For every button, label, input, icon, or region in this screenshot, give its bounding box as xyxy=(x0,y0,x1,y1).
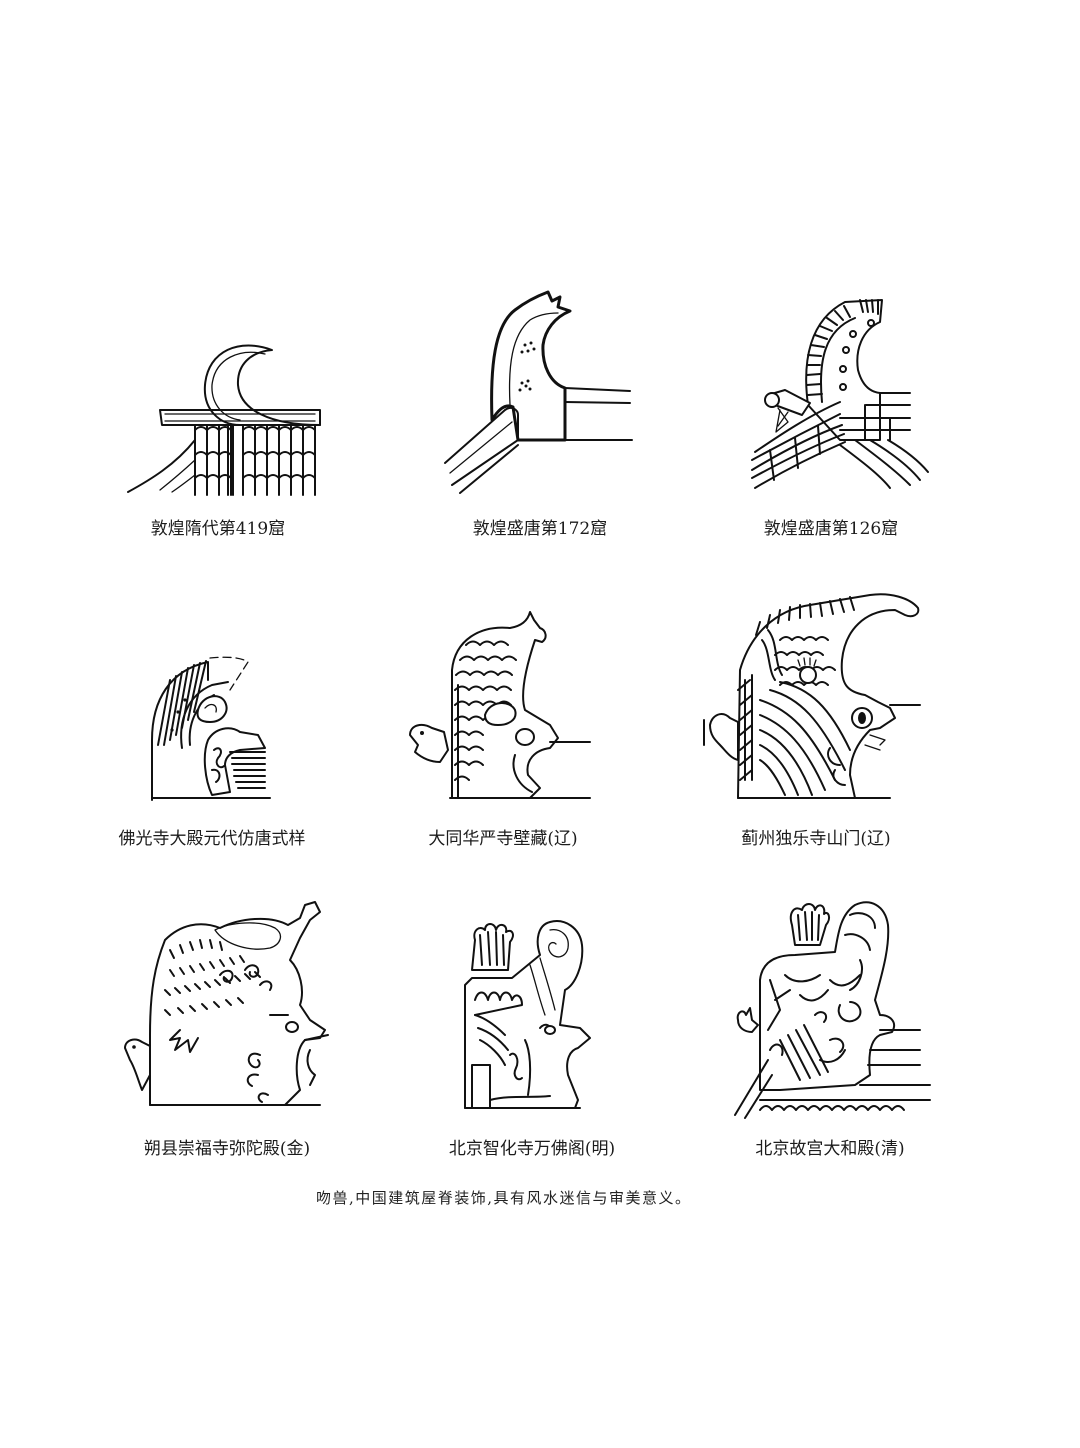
figure-dragon-head-ornament-foguang xyxy=(130,640,300,810)
striped-owl-tail-ridge-ornament-illustration xyxy=(751,299,929,489)
figure-footnote: 吻兽,中国建筑屋脊装饰,具有风水迷信与审美意义。 xyxy=(316,1189,692,1207)
caption-fig-2: 敦煌盛唐第172窟 xyxy=(472,519,608,539)
caption-fig-6: 蓟州独乐寺山门(辽) xyxy=(741,829,891,849)
caption-fig-7: 朔县崇福寺弥陀殿(金) xyxy=(143,1139,311,1159)
dragon-head-ridge-ornament-illustration xyxy=(151,656,271,801)
figure-qing-ornament-taihe xyxy=(720,890,960,1120)
figure-dragon-ornament-chongfu xyxy=(110,890,340,1120)
figure-owl-tail-ornament-172 xyxy=(440,285,640,495)
qing-ridge-beast-ornament-illustration xyxy=(734,901,931,1119)
figure-curled-ornament-zhihua xyxy=(450,900,630,1120)
caption-fig-3: 敦煌盛唐第126窟 xyxy=(763,519,899,539)
dragon-mouth-ridge-ornament-illustration xyxy=(703,593,921,799)
caption-fig-4: 佛光寺大殿元代仿唐式样 xyxy=(118,829,306,849)
caption-fig-9: 北京故宫大和殿(清) xyxy=(755,1139,905,1159)
figure-owl-tail-ornament-126 xyxy=(740,290,940,490)
scaled-fish-tail-ridge-ornament-illustration xyxy=(409,611,591,799)
caption-fig-8: 北京智化寺万佛阁(明) xyxy=(448,1139,616,1159)
curled-tail-ridge-ornament-illustration xyxy=(464,920,591,1109)
figure-crescent-ornament xyxy=(120,330,340,500)
figure-scaled-ornament-huayan xyxy=(400,600,620,810)
crescent-ridge-ornament-illustration xyxy=(127,344,321,496)
dragon-ridge-ornament-illustration xyxy=(124,901,329,1106)
caption-fig-5: 大同华严寺壁藏(辽) xyxy=(428,829,578,849)
figure-dragon-mouth-ornament-dule xyxy=(690,580,960,810)
caption-fig-1: 敦煌隋代第419窟 xyxy=(150,519,286,539)
owl-tail-ridge-ornament-illustration xyxy=(444,290,633,494)
